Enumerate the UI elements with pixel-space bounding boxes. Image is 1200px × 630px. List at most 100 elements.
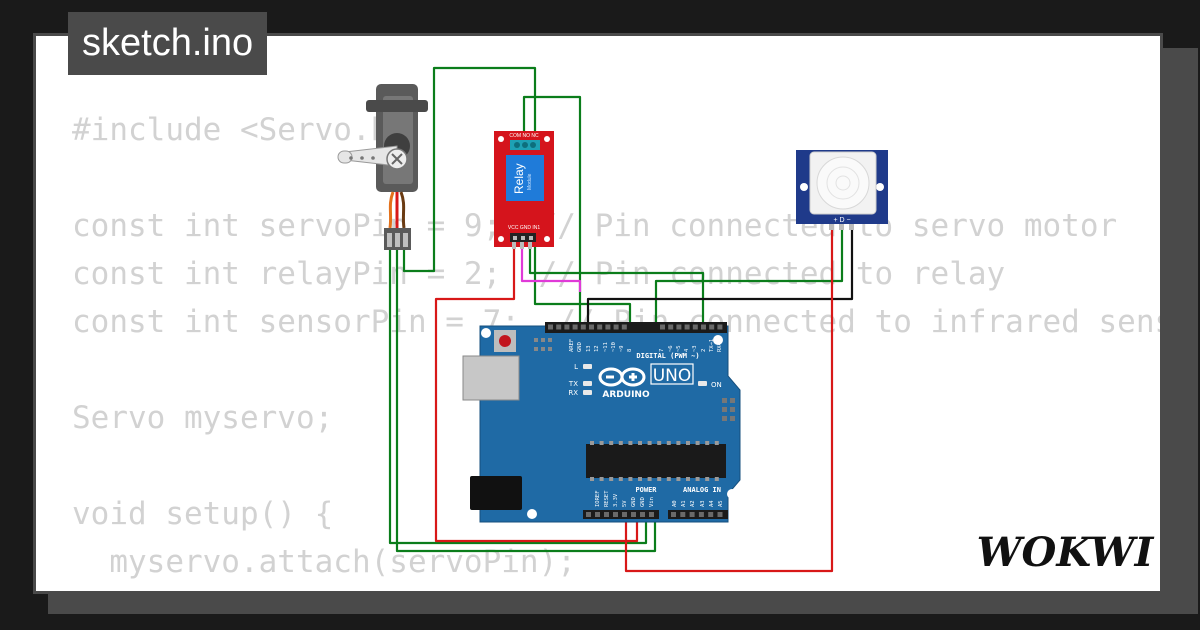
digital-header xyxy=(545,322,727,333)
digital-pin-label: 7 xyxy=(659,349,665,352)
wire-pir-gnd xyxy=(586,226,854,326)
chip-pin xyxy=(590,441,594,445)
analog-pin-label: A5 xyxy=(718,500,724,507)
digital-pin xyxy=(589,324,594,330)
wire-servo-gnd xyxy=(388,250,648,545)
digital-pin-label: ~5 xyxy=(676,345,682,352)
chip-pin xyxy=(666,441,671,445)
digital-pin xyxy=(613,324,619,330)
chip-pin xyxy=(638,441,642,445)
chip-pin xyxy=(666,477,671,481)
power-jack xyxy=(470,476,522,510)
analog-pin-label: A1 xyxy=(681,500,687,507)
power-pin-label: IOREF xyxy=(595,490,601,507)
chip-pin xyxy=(590,477,594,481)
digital-pin-label: GND xyxy=(577,342,583,352)
digital-pin xyxy=(717,324,723,330)
wire-servo-signal xyxy=(402,66,632,326)
power-pin xyxy=(586,512,591,517)
servo-motor[interactable] xyxy=(337,84,428,250)
digital-pin-label: 4 xyxy=(684,348,690,352)
digital-pin xyxy=(597,324,603,330)
microcontroller-chip xyxy=(586,444,726,478)
power-pin-label: Vin xyxy=(649,497,655,507)
led-rx-label: RX xyxy=(568,389,578,397)
pir-sensor[interactable]: + D − xyxy=(796,150,888,230)
wire-pir-vcc xyxy=(624,226,834,573)
digital-pin xyxy=(709,324,715,330)
digital-pin xyxy=(668,324,674,330)
code-line: const int sensorPin = 7; // Pin connecte… xyxy=(72,304,1160,340)
servo-horn-screw-icon xyxy=(391,153,403,165)
analog-pin xyxy=(717,512,723,517)
analog-pin xyxy=(698,512,704,517)
chip-pin xyxy=(647,441,652,445)
digital-pin-label: ~6 xyxy=(668,345,674,352)
power-label: POWER xyxy=(635,486,657,494)
chip-pin xyxy=(705,477,710,481)
chip-pin xyxy=(657,477,662,481)
digital-label: DIGITAL (PWM ~) xyxy=(636,352,699,360)
digital-pin-label: ~3 xyxy=(692,345,698,352)
arduino-uno-board[interactable]: DIGITAL (PWM ~) L TX RX ON UNO ARDUINO P… xyxy=(462,322,741,523)
power-pin xyxy=(640,512,645,517)
code-line: void setup() { xyxy=(72,496,334,532)
analog-pin xyxy=(671,512,676,517)
wire-relay-gnd xyxy=(522,95,582,326)
relay-label: Relay xyxy=(512,163,526,194)
chip-pin xyxy=(676,441,681,445)
relay-top-pin-labels: COM NO NC xyxy=(509,133,539,139)
digital-pin-label: RX←0 xyxy=(717,339,723,352)
chip-pin xyxy=(647,477,652,481)
chip-pin xyxy=(618,441,623,445)
digital-pin xyxy=(564,324,570,330)
chip-pin xyxy=(638,477,642,481)
chip-pin xyxy=(599,477,604,481)
power-pin-label: 3.3V xyxy=(613,493,619,507)
digital-pin xyxy=(556,324,562,330)
relay-sublabel: Module xyxy=(527,173,533,190)
digital-pin xyxy=(605,324,611,330)
arduino-infinity-icon xyxy=(598,367,646,387)
power-pin xyxy=(631,512,636,517)
digital-pin xyxy=(548,324,553,330)
sketch-title-tab[interactable]: sketch.ino xyxy=(68,12,268,75)
power-pin xyxy=(604,512,609,517)
analog-label: ANALOG IN xyxy=(683,486,721,494)
relay-bottom-pin-labels: VCC GND IN1 xyxy=(508,225,540,231)
led-tx-label: TX xyxy=(568,380,578,388)
wokwi-logo-text: WOKWI xyxy=(977,529,1155,576)
analog-pin xyxy=(689,512,695,517)
chip-pin xyxy=(618,477,623,481)
wire-relay-signal xyxy=(528,248,705,326)
arduino-brand: ARDUINO xyxy=(602,390,650,400)
usb-port xyxy=(462,355,520,401)
digital-pin xyxy=(621,324,627,330)
digital-pin-label: ~11 xyxy=(603,342,609,352)
digital-pin xyxy=(580,324,586,330)
digital-pin-label: 13 xyxy=(586,345,592,352)
digital-pin xyxy=(660,324,665,330)
chip-pin xyxy=(686,441,690,445)
digital-pin xyxy=(701,324,706,330)
analog-pin-label: A4 xyxy=(709,500,715,507)
power-header xyxy=(583,510,659,519)
power-pin xyxy=(649,512,654,517)
analog-pin-label: A3 xyxy=(700,500,706,507)
code-line: Servo myservo; xyxy=(72,400,334,436)
digital-pin xyxy=(684,324,690,330)
digital-pin-label: 12 xyxy=(594,345,600,352)
power-pin-label: 5V xyxy=(622,500,628,507)
digital-pin-label: AREF xyxy=(569,339,575,352)
digital-pin-label: 8 xyxy=(627,349,633,352)
reset-button[interactable] xyxy=(499,335,511,347)
relay-module[interactable]: COM NO NC Relay Module VCC GND IN1 xyxy=(494,131,554,249)
wokwi-logo: WOKWI xyxy=(977,529,1155,576)
chip-pin xyxy=(714,441,719,445)
analog-pin-label: A0 xyxy=(672,500,678,507)
analog-pin xyxy=(708,512,714,517)
code-line: const int servoPin = 9; // Pin connected… xyxy=(72,208,1118,244)
chip-pin xyxy=(686,477,690,481)
led-l-label: L xyxy=(574,363,578,371)
